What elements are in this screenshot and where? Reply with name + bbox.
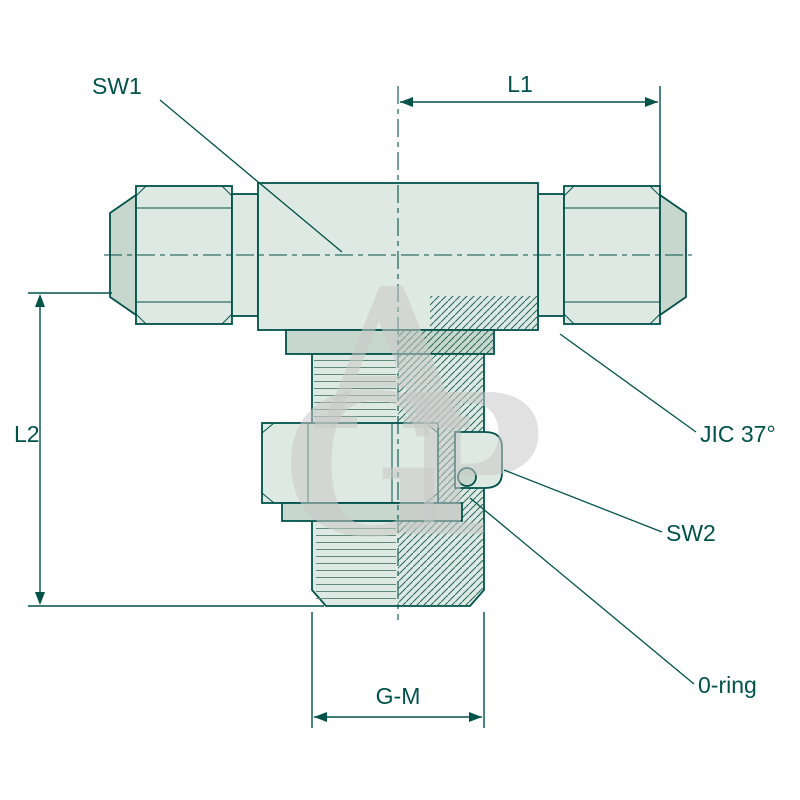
arrowhead-down <box>35 592 45 605</box>
watermark-logo: A G P <box>283 245 544 580</box>
dimension-l1: L1 <box>400 71 661 196</box>
stud-thread-lower <box>316 524 396 602</box>
label-jic: JIC 37° <box>700 421 776 447</box>
dimension-l2: L2 <box>14 292 324 607</box>
leader-line <box>503 469 663 533</box>
callout-sw2: SW2 <box>503 469 716 546</box>
dimension-label-l2: L2 <box>14 421 40 447</box>
hex-chamfer-line <box>221 185 233 197</box>
section-hatch-flange <box>398 330 494 354</box>
section-hatch-corner <box>430 296 538 330</box>
nut-chamfer-line <box>425 422 439 434</box>
stud-thread-upper <box>314 356 396 422</box>
nut-chamfer-line <box>261 422 275 434</box>
hex-chamfer-line <box>649 185 661 197</box>
leader-line <box>469 497 695 685</box>
watermark-letter: P <box>397 351 544 580</box>
arrowhead-up <box>35 294 45 307</box>
leader-line <box>159 99 343 253</box>
locknut-hex <box>261 422 439 504</box>
o-ring-seal <box>457 467 477 487</box>
washer <box>281 502 463 522</box>
label-oring: 0-ring <box>698 672 757 698</box>
dimension-label-l1: L1 <box>507 71 533 97</box>
arrowhead-right <box>469 712 482 722</box>
leader-line <box>559 333 697 433</box>
callout-jic: JIC 37° <box>559 333 776 447</box>
arrowhead-right <box>645 97 658 107</box>
watermark-letter: G <box>283 351 450 580</box>
hex-chamfer-line <box>221 313 233 325</box>
label-sw1: SW1 <box>92 73 142 99</box>
callout-oring: 0-ring <box>469 497 757 698</box>
hex-chamfer-line <box>135 313 147 325</box>
callout-sw1: SW1 <box>92 73 343 253</box>
arrowhead-left <box>314 712 327 722</box>
nut-chamfer-line <box>261 492 275 504</box>
hex-chamfer-line <box>563 313 575 325</box>
section-hatch-stud <box>398 354 484 606</box>
watermark-letter: A <box>314 245 470 474</box>
hex-chamfer-line <box>563 185 575 197</box>
dimension-label-gm: G-M <box>376 683 421 709</box>
hex-chamfer-line <box>649 313 661 325</box>
arrowhead-left <box>400 97 413 107</box>
dimension-gm: G-M <box>311 612 485 728</box>
label-sw2: SW2 <box>666 520 716 546</box>
nut-chamfer-line <box>425 492 439 504</box>
hex-chamfer-line <box>135 185 147 197</box>
